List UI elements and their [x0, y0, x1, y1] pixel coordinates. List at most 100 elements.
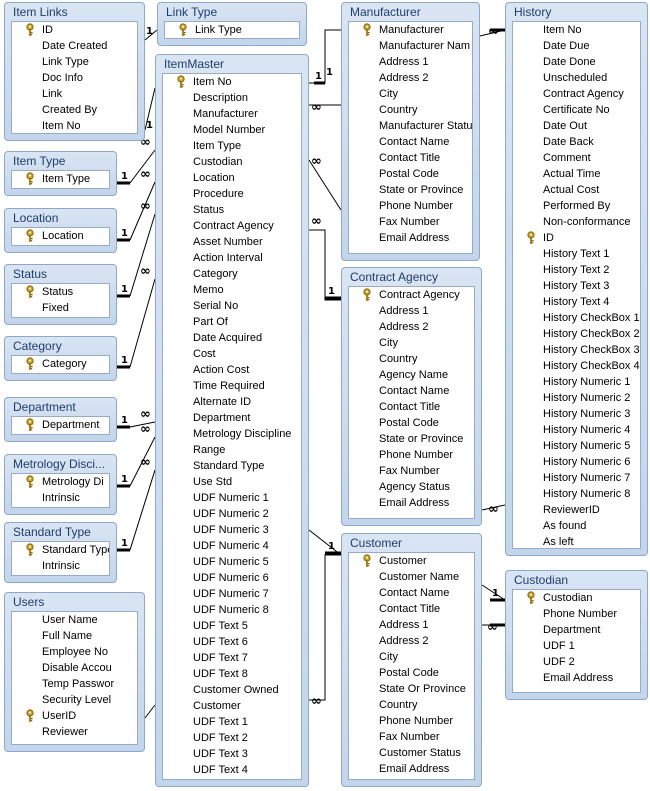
table-field[interactable]: History Text 4	[513, 294, 640, 310]
primary-key-field[interactable]: Department	[12, 417, 109, 433]
table-field[interactable]: Intrinsic	[12, 558, 109, 574]
table-field[interactable]: Contact Name	[349, 585, 474, 601]
table-field[interactable]: Employee No	[12, 644, 137, 660]
table-field[interactable]: Contact Title	[349, 601, 474, 617]
table-field[interactable]: Agency Status	[349, 479, 474, 495]
table-field[interactable]: UDF Numeric 7	[163, 586, 301, 602]
table-field[interactable]: UDF Text 5	[163, 618, 301, 634]
table-field[interactable]: Action Cost	[163, 362, 301, 378]
table-field[interactable]: Email Address	[349, 230, 472, 246]
primary-key-field[interactable]: Category	[12, 356, 109, 372]
table-field[interactable]: UDF Text 7	[163, 650, 301, 666]
table-field[interactable]: User Name	[12, 612, 137, 628]
table-field[interactable]: Reviewer	[12, 724, 137, 740]
primary-key-field[interactable]: Location	[12, 228, 109, 244]
table-field[interactable]: History CheckBox 3	[513, 342, 640, 358]
table-field[interactable]: Address 2	[349, 633, 474, 649]
table-field[interactable]: Fixed	[12, 300, 109, 316]
table-field[interactable]: Temp Passwor	[12, 676, 137, 692]
primary-key-field[interactable]: Manufacturer	[349, 22, 472, 38]
item-master-table-title[interactable]: ItemMaster	[164, 57, 225, 71]
table-field[interactable]: Procedure	[163, 186, 301, 202]
table-field[interactable]: Memo	[163, 282, 301, 298]
table-field[interactable]: History Numeric 6	[513, 454, 640, 470]
table-field[interactable]: Location	[163, 170, 301, 186]
table-field[interactable]: Date Due	[513, 38, 640, 54]
table-field[interactable]: Fax Number	[349, 729, 474, 745]
table-field[interactable]: Country	[349, 351, 474, 367]
table-field[interactable]: City	[349, 86, 472, 102]
table-field[interactable]: Actual Cost	[513, 182, 640, 198]
table-field[interactable]: Manufacturer	[163, 106, 301, 122]
table-field[interactable]: History CheckBox 4	[513, 358, 640, 374]
table-field[interactable]: UDF 2	[513, 654, 640, 670]
users-table-title[interactable]: Users	[13, 595, 45, 609]
table-field[interactable]: Date Created	[12, 38, 137, 54]
table-field[interactable]: Description	[163, 90, 301, 106]
history-table-title[interactable]: History	[514, 5, 552, 19]
table-field[interactable]: History Numeric 3	[513, 406, 640, 422]
primary-key-field[interactable]: Metrology Di	[12, 474, 109, 490]
table-field[interactable]: Performed By	[513, 198, 640, 214]
customer-table-title[interactable]: Customer	[350, 536, 403, 550]
table-field[interactable]: Date Acquired	[163, 330, 301, 346]
table-field[interactable]: History Numeric 4	[513, 422, 640, 438]
table-field[interactable]: UDF Numeric 4	[163, 538, 301, 554]
table-field[interactable]: Customer Name	[349, 569, 474, 585]
table-field[interactable]: Actual Time	[513, 166, 640, 182]
table-field[interactable]: UDF Text 8	[163, 666, 301, 682]
table-field[interactable]: History CheckBox 2	[513, 326, 640, 342]
table-field[interactable]: Address 2	[349, 70, 472, 86]
table-field[interactable]: Manufacturer Nam	[349, 38, 472, 54]
department-table-title[interactable]: Department	[13, 400, 76, 414]
table-field[interactable]: UDF Text 3	[163, 746, 301, 762]
table-field[interactable]: Certificate No	[513, 102, 640, 118]
primary-key-field[interactable]: Link Type	[165, 22, 299, 38]
table-field[interactable]: State or Province	[349, 182, 472, 198]
table-field[interactable]: Phone Number	[513, 606, 640, 622]
primary-key-field[interactable]: Item No	[163, 74, 301, 90]
table-field[interactable]: Phone Number	[349, 198, 472, 214]
table-field[interactable]: Metrology Discipline	[163, 426, 301, 442]
table-field[interactable]: Contact Title	[349, 150, 472, 166]
table-field[interactable]: City	[349, 649, 474, 665]
table-field[interactable]: UDF Text 4	[163, 762, 301, 778]
table-field[interactable]: Email Address	[349, 495, 474, 511]
table-field[interactable]: Action Interval	[163, 250, 301, 266]
table-field[interactable]: UDF Numeric 8	[163, 602, 301, 618]
table-field[interactable]: History Numeric 7	[513, 470, 640, 486]
table-field[interactable]: Status	[163, 202, 301, 218]
table-field[interactable]: Manufacturer Statu	[349, 118, 472, 134]
primary-key-field[interactable]: Status	[12, 284, 109, 300]
table-field[interactable]: Date Out	[513, 118, 640, 134]
table-field[interactable]: City	[349, 335, 474, 351]
primary-key-field[interactable]: UserID	[12, 708, 137, 724]
table-field[interactable]: Contact Name	[349, 134, 472, 150]
table-field[interactable]: Item No	[12, 118, 137, 133]
table-field[interactable]: Address 1	[349, 617, 474, 633]
table-field[interactable]: Phone Number	[349, 713, 474, 729]
table-field[interactable]: UDF Numeric 5	[163, 554, 301, 570]
manufacturer-table-title[interactable]: Manufacturer	[350, 5, 421, 19]
primary-key-field[interactable]: Item Type	[12, 171, 109, 187]
table-field[interactable]: Postal Code	[349, 415, 474, 431]
table-field[interactable]: Created By	[12, 102, 137, 118]
table-field[interactable]: UDF Text 6	[163, 634, 301, 650]
table-field[interactable]: Part Of	[163, 314, 301, 330]
table-field[interactable]: Contract Agency	[163, 218, 301, 234]
table-field[interactable]: Doc Info	[12, 70, 137, 86]
table-field[interactable]: Email Address	[349, 761, 474, 777]
table-field[interactable]: Standard Type	[163, 458, 301, 474]
item-links-table-title[interactable]: Item Links	[13, 5, 68, 19]
table-field[interactable]: Category	[163, 266, 301, 282]
table-field[interactable]: UDF Numeric 6	[163, 570, 301, 586]
